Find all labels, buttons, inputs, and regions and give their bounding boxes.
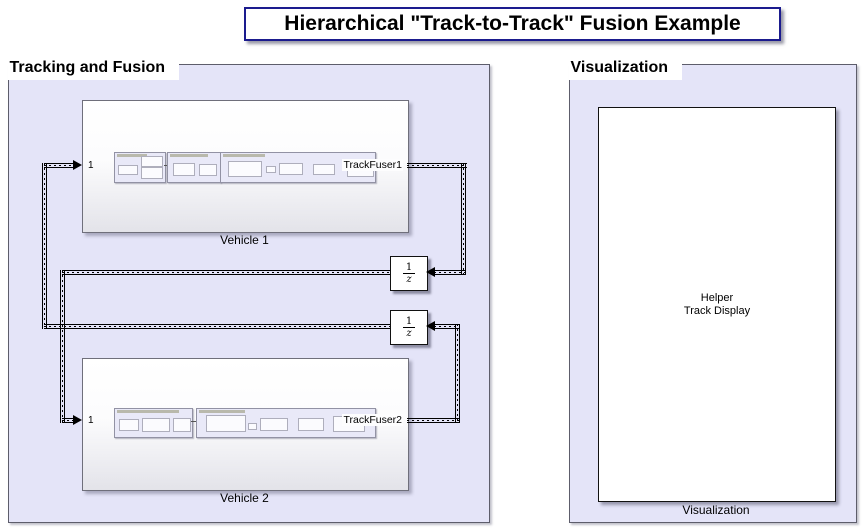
- mini-block: [206, 415, 246, 432]
- vehicle2-input-port-label: 1: [88, 415, 94, 426]
- mini-block: [141, 156, 163, 167]
- mini-block: [173, 418, 191, 432]
- block-helper-track-display[interactable]: Helper Track Display: [598, 107, 836, 502]
- bus-line-segment[interactable]: [407, 163, 467, 168]
- mini-block: [279, 163, 303, 175]
- helper-label-line1: Helper: [700, 291, 734, 304]
- mini-block: [313, 164, 335, 175]
- mini-title-strip: [117, 410, 179, 413]
- block-unit-delay-1[interactable]: 1 z: [390, 256, 428, 291]
- mini-block: [141, 167, 163, 179]
- bus-line-segment[interactable]: [42, 163, 47, 329]
- arrowhead-icon: [73, 415, 82, 425]
- bus-line-segment[interactable]: [62, 418, 75, 423]
- bus-line-segment[interactable]: [434, 324, 460, 329]
- bus-line-segment[interactable]: [434, 270, 466, 275]
- arrowhead-icon: [426, 267, 435, 277]
- bus-line-segment[interactable]: [407, 418, 460, 423]
- vehicle1-preview-block: [167, 152, 221, 183]
- mini-block: [266, 166, 276, 173]
- bus-line-segment[interactable]: [44, 163, 74, 168]
- bus-line-segment[interactable]: [461, 163, 466, 275]
- vehicle2-preview-block: [114, 408, 193, 438]
- arrowhead-icon: [426, 321, 435, 331]
- mini-block: [248, 423, 257, 430]
- unit-delay-fraction: 1 z: [403, 316, 415, 339]
- mini-block: [199, 164, 217, 176]
- fraction-denominator: z: [403, 327, 415, 339]
- mini-block: [260, 418, 288, 431]
- vehicle1-preview-block: [114, 152, 166, 183]
- block-vehicle2[interactable]: 1 TrackFuser2: [82, 358, 409, 491]
- vehicle1-trackfuser-label: TrackFuser1: [342, 159, 403, 171]
- mini-connector: [164, 165, 167, 166]
- mini-block: [228, 161, 262, 177]
- mini-block: [142, 418, 170, 432]
- block-unit-delay-2[interactable]: 1 z: [390, 310, 428, 345]
- model-title[interactable]: Hierarchical "Track-to-Track" Fusion Exa…: [244, 7, 781, 41]
- mini-block: [173, 163, 195, 176]
- area-label-tracking-and-fusion[interactable]: Tracking and Fusion: [7, 58, 180, 80]
- bus-line-segment[interactable]: [60, 270, 65, 423]
- mini-block: [118, 165, 138, 175]
- fraction-denominator: z: [403, 273, 415, 285]
- mini-title-strip: [223, 154, 265, 157]
- area-label-visualization[interactable]: Visualization: [568, 58, 683, 80]
- fraction-numerator: 1: [405, 262, 413, 273]
- mini-title-strip: [117, 154, 147, 157]
- mini-block: [119, 419, 139, 431]
- vehicle2-caption: Vehicle 2: [220, 491, 269, 505]
- helper-caption: Visualization: [682, 503, 750, 517]
- mini-connector: [191, 421, 196, 422]
- unit-delay-fraction: 1 z: [403, 262, 415, 285]
- helper-label-line2: Track Display: [683, 304, 751, 317]
- vehicle1-input-port-label: 1: [88, 160, 94, 171]
- bus-line-segment[interactable]: [62, 270, 390, 275]
- mini-title-strip: [170, 154, 208, 157]
- bus-line-segment[interactable]: [455, 324, 460, 423]
- vehicle1-caption: Vehicle 1: [220, 233, 269, 247]
- bus-line-segment[interactable]: [44, 324, 390, 329]
- fraction-numerator: 1: [405, 316, 413, 327]
- arrowhead-icon: [73, 160, 82, 170]
- mini-block: [298, 418, 324, 431]
- mini-title-strip: [199, 410, 245, 413]
- vehicle2-trackfuser-label: TrackFuser2: [342, 414, 403, 426]
- block-vehicle1[interactable]: 1 TrackFuser1: [82, 100, 409, 233]
